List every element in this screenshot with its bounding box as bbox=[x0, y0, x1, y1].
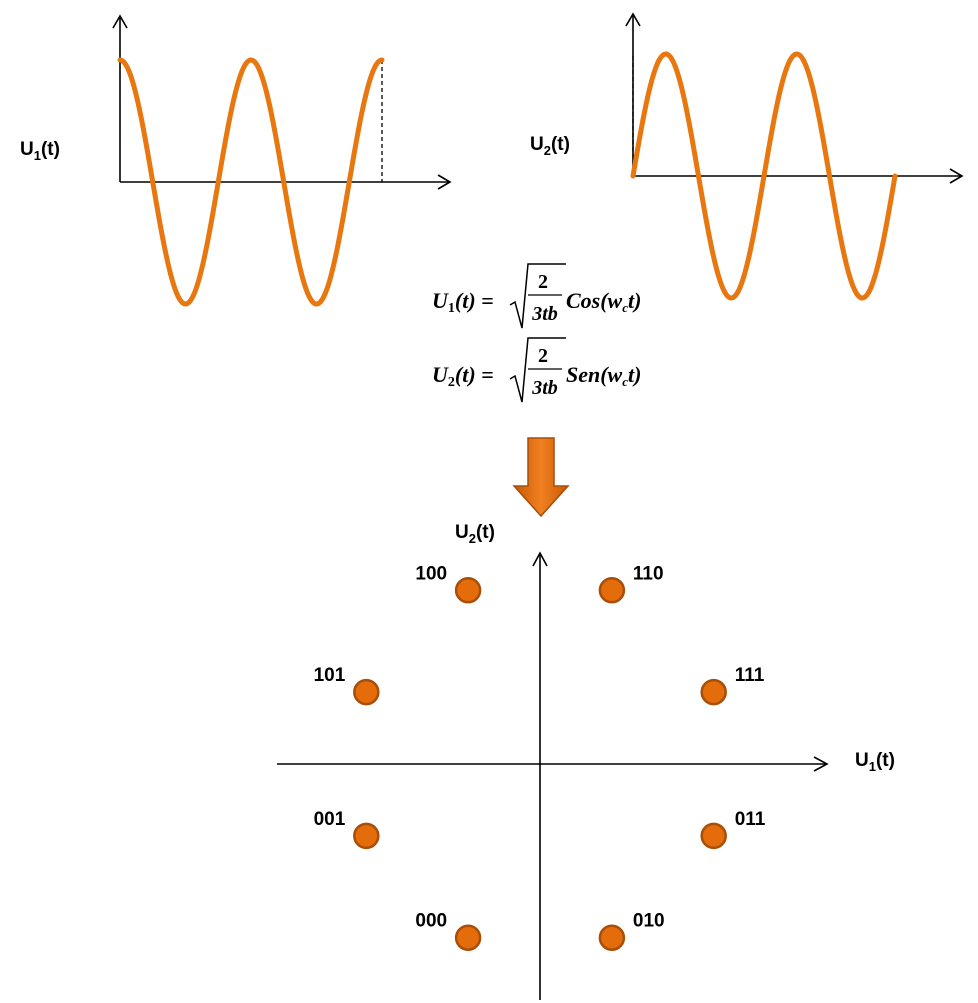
u2-y-axis-arrowhead bbox=[625, 12, 641, 27]
constellation-point-100 bbox=[454, 577, 482, 604]
equation-u1-denominator: 3tb bbox=[531, 303, 558, 325]
constellation-point-010 bbox=[598, 924, 626, 951]
equation-u2-lhs: U2(t) = bbox=[432, 362, 494, 390]
constellation-point-label-110: 110 bbox=[633, 563, 664, 584]
constellation-point-label-001: 001 bbox=[314, 809, 346, 830]
u1-waveform-label: U1(t) bbox=[20, 139, 60, 163]
equation-u2-numerator: 2 bbox=[538, 345, 548, 367]
constellation-y-label: U2(t) bbox=[455, 522, 495, 546]
equation-u2-sqrt-sign bbox=[509, 337, 566, 403]
constellation-point-label-011: 011 bbox=[735, 809, 766, 830]
equation-u2-denominator: 3tb bbox=[531, 377, 558, 399]
constellation-point-label-111: 111 bbox=[735, 665, 765, 686]
u2-waveform-label: U2(t) bbox=[530, 134, 570, 158]
constellation-point-011 bbox=[700, 822, 727, 850]
constellation-point-label-100: 100 bbox=[415, 563, 447, 584]
constellation-point-label-010: 010 bbox=[633, 911, 665, 932]
constellation-x-axis-arrowhead bbox=[813, 756, 829, 772]
u2-x-axis-arrowhead bbox=[949, 168, 964, 184]
u1-waveform-panel: U1(t) bbox=[20, 14, 452, 307]
constellation-point-label-101: 101 bbox=[314, 665, 346, 686]
constellation-point-111 bbox=[700, 678, 727, 706]
constellation-points: 100 110 101 111 001 011 000 010 bbox=[314, 563, 766, 951]
constellation-y-axis-arrowhead bbox=[532, 551, 548, 567]
constellation-point-000 bbox=[454, 924, 482, 951]
u1-x-axis-arrowhead bbox=[437, 174, 452, 190]
u2-sine-wave bbox=[630, 51, 898, 301]
u1-cosine-wave bbox=[117, 57, 385, 307]
equation-u1-sqrt-sign bbox=[509, 263, 566, 329]
down-arrow-icon bbox=[512, 437, 570, 518]
constellation-point-110 bbox=[598, 577, 626, 604]
equation-u1: U1(t) = 2 3tb Cos(wct) bbox=[432, 263, 641, 329]
equation-u2-function: Sen(wct) bbox=[566, 362, 641, 389]
equation-u1-function: Cos(wct) bbox=[566, 288, 641, 315]
constellation-diagram: U1(t) U2(t) 100 110 101 111 001 011 000 010 bbox=[277, 522, 895, 1000]
u2-waveform-panel: U2(t) bbox=[530, 12, 964, 301]
constellation-point-101 bbox=[353, 678, 380, 706]
constellation-point-001 bbox=[353, 822, 380, 850]
equation-u1-lhs: U1(t) = bbox=[432, 288, 494, 316]
equation-u1-numerator: 2 bbox=[538, 271, 548, 293]
constellation-point-label-000: 000 bbox=[415, 911, 447, 932]
u1-y-axis-arrowhead bbox=[112, 14, 128, 29]
constellation-x-label: U1(t) bbox=[855, 750, 895, 774]
equation-u2: U2(t) = 2 3tb Sen(wct) bbox=[432, 337, 641, 403]
